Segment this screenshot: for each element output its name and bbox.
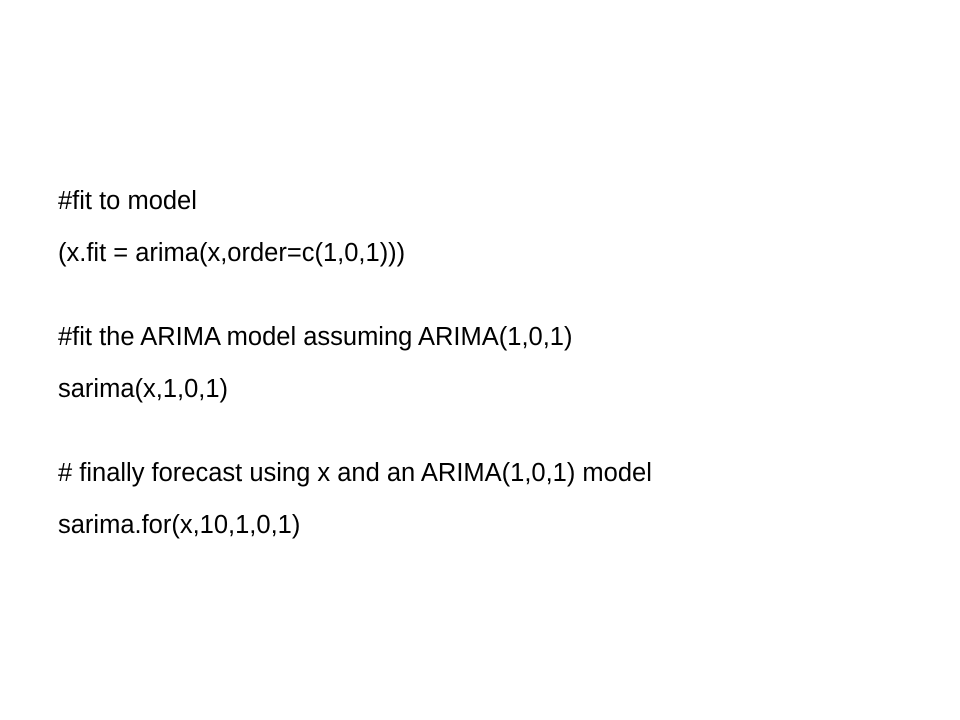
code-block: #fit to model (x.fit = arima(x,order=c(1… [58, 175, 938, 551]
spacer [58, 415, 938, 447]
comment-forecast: # finally forecast using x and an ARIMA(… [58, 459, 652, 487]
comment-fit-arima-model: #fit the ARIMA model assuming ARIMA(1,0,… [58, 323, 573, 351]
spacer [58, 279, 938, 311]
code-arima-fit: (x.fit = arima(x,order=c(1,0,1))) [58, 239, 406, 267]
code-sarima-for: sarima.for(x,10,1,0,1) [58, 511, 301, 539]
code-sarima: sarima(x,1,0,1) [58, 375, 229, 403]
comment-fit-to-model: #fit to model [58, 187, 197, 215]
